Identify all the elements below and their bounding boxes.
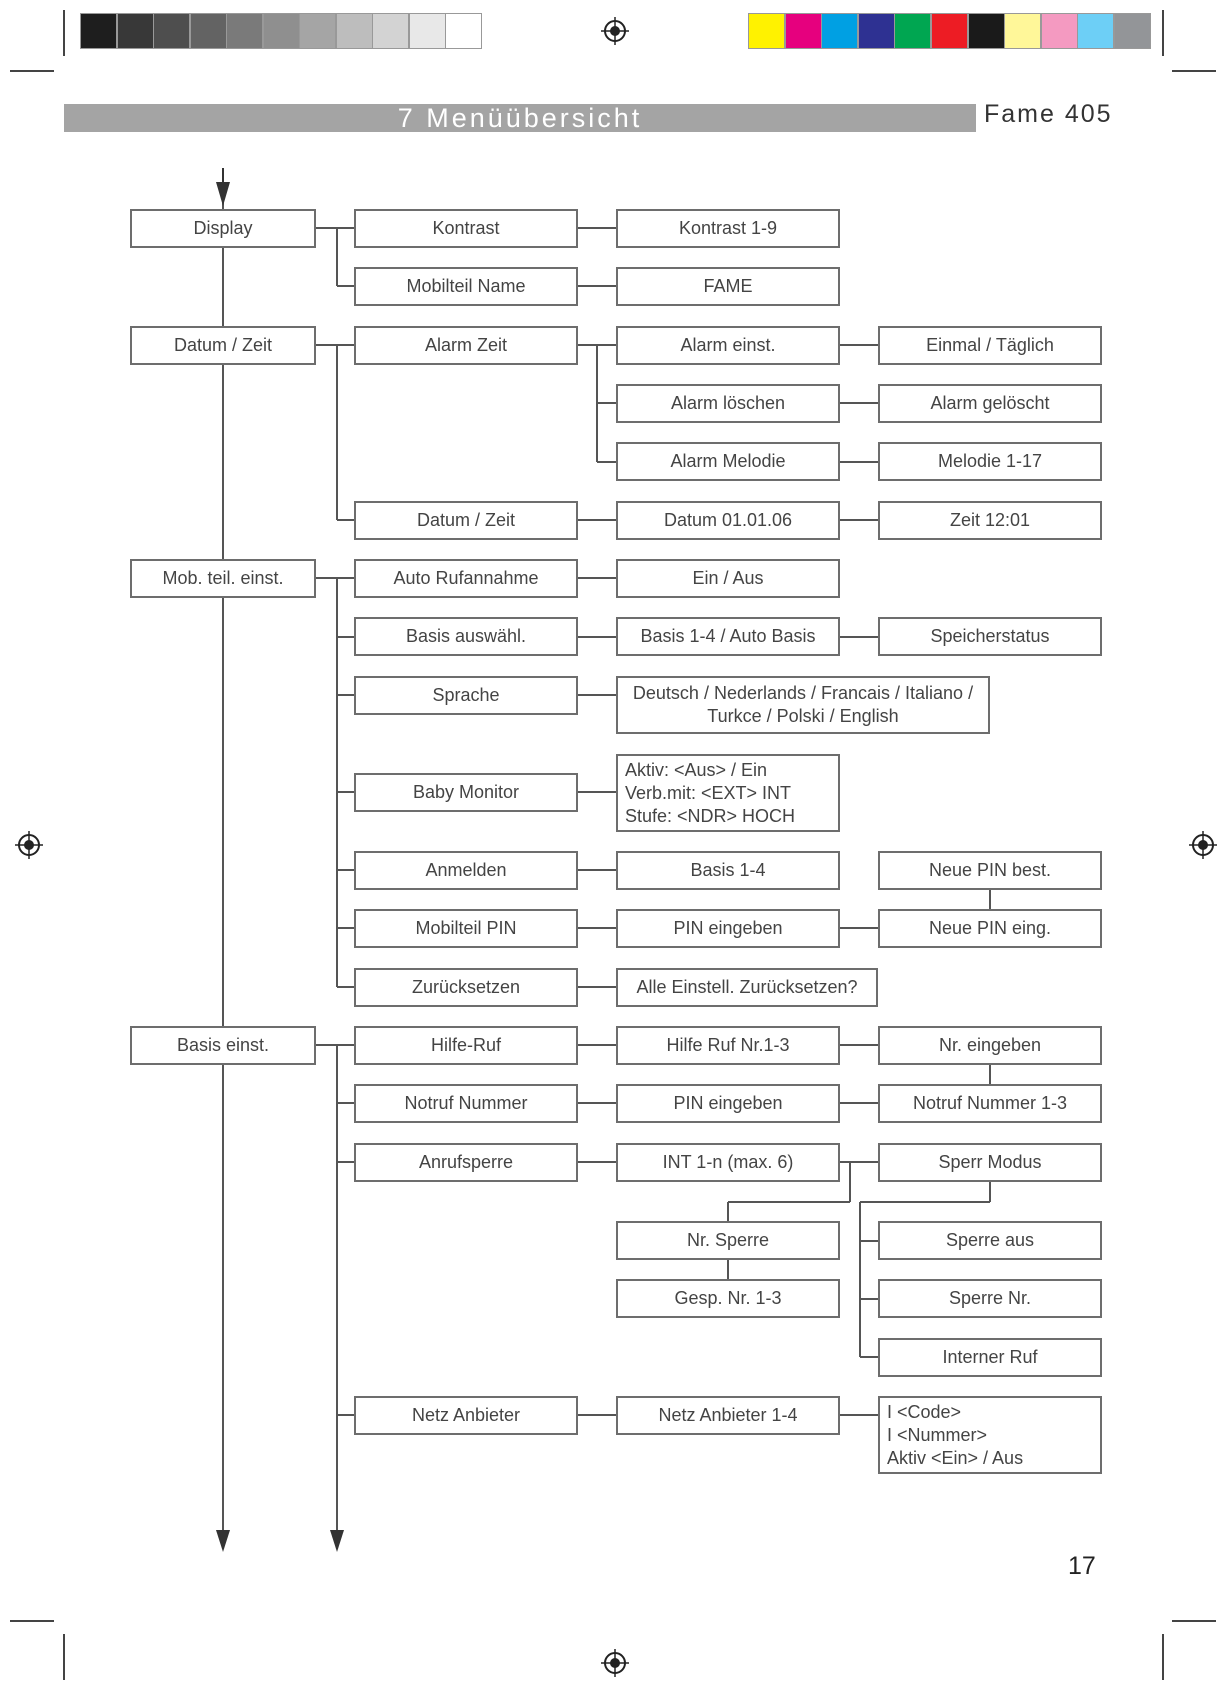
- model-name: Fame 405: [984, 100, 1113, 128]
- option-speicherstatus: Speicherstatus: [878, 617, 1102, 656]
- netz-detail-line: Aktiv <Ein> / Aus: [887, 1447, 1024, 1468]
- gray-swatch: [153, 13, 190, 49]
- option-sperre-aus: Sperre aus: [878, 1221, 1102, 1260]
- submenu-kontrast: Kontrast: [354, 209, 578, 248]
- option-neue-pin-best: Neue PIN best.: [878, 851, 1102, 890]
- option-gesp-nr: Gesp. Nr. 1-3: [616, 1279, 840, 1318]
- page-number: 17: [1068, 1552, 1096, 1580]
- gray-swatch: [335, 13, 373, 49]
- color-swatch: [1040, 13, 1078, 49]
- option-basis-1-4: Basis 1-4: [616, 851, 840, 890]
- color-swatch: [784, 13, 822, 49]
- option-zeit: Zeit 12:01: [878, 501, 1102, 540]
- gray-swatch: [226, 13, 263, 49]
- color-swatch: [967, 13, 1005, 49]
- registration-mark-icon: [601, 17, 629, 45]
- option-sperre-nr: Sperre Nr.: [878, 1279, 1102, 1318]
- color-swatch: [931, 13, 968, 49]
- option-kontrast-1-9: Kontrast 1-9: [616, 209, 840, 248]
- crop-mark: [10, 1620, 54, 1622]
- grayscale-bar: [0, 0, 1226, 60]
- submenu-netz-anbieter: Netz Anbieter: [354, 1396, 578, 1435]
- crop-mark: [1172, 1620, 1216, 1622]
- submenu-notruf-nummer: Notruf Nummer: [354, 1084, 578, 1123]
- color-swatch: [894, 13, 932, 49]
- option-interner-ruf: Interner Ruf: [878, 1338, 1102, 1377]
- submenu-auto-rufannahme: Auto Rufannahme: [354, 559, 578, 598]
- netz-detail-line: I <Nummer>: [887, 1424, 988, 1445]
- option-einmal-taeglich: Einmal / Täglich: [878, 326, 1102, 365]
- registration-mark-icon: [15, 831, 43, 859]
- gray-swatch: [372, 13, 409, 49]
- option-sprachen: Deutsch / Nederlands / Francais / Italia…: [616, 676, 990, 734]
- option-ein-aus: Ein / Aus: [616, 559, 840, 598]
- option-alle-zuruecksetzen: Alle Einstell. Zurücksetzen?: [616, 968, 878, 1007]
- option-int-1-n: INT 1-n (max. 6): [616, 1143, 840, 1182]
- option-nr-sperre: Nr. Sperre: [616, 1221, 840, 1260]
- gray-swatch: [80, 13, 117, 49]
- section-header-bar: [64, 104, 976, 132]
- submenu-sprache: Sprache: [354, 676, 578, 715]
- submenu-mobilteil-pin: Mobilteil PIN: [354, 909, 578, 948]
- submenu-zuruecksetzen: Zurücksetzen: [354, 968, 578, 1007]
- gray-swatch: [116, 13, 154, 49]
- option-netz-anbieter-1-4: Netz Anbieter 1-4: [616, 1396, 840, 1435]
- crop-mark: [10, 70, 54, 72]
- section-title: 7 Menüübersicht: [397, 103, 643, 133]
- crop-mark: [1172, 70, 1216, 72]
- gray-swatch: [408, 13, 446, 49]
- baby-monitor-line: Verb.mit: <EXT> INT: [625, 782, 792, 803]
- option-basis-auto: Basis 1-4 / Auto Basis: [616, 617, 840, 656]
- baby-monitor-line: Stufe: <NDR> HOCH: [625, 805, 796, 826]
- option-alarm-loeschen: Alarm löschen: [616, 384, 840, 423]
- submenu-hilfe-ruf: Hilfe-Ruf: [354, 1026, 578, 1065]
- crop-mark: [1162, 10, 1164, 56]
- crop-mark: [1162, 1634, 1164, 1680]
- option-neue-pin-eing: Neue PIN eing.: [878, 909, 1102, 948]
- color-swatch: [748, 13, 785, 49]
- registration-mark-icon: [1189, 831, 1217, 859]
- color-swatch: [1077, 13, 1115, 49]
- submenu-basis-auswaehl: Basis auswähl.: [354, 617, 578, 656]
- option-melodie-1-17: Melodie 1-17: [878, 442, 1102, 481]
- option-baby-monitor: Aktiv: <Aus> / Ein Verb.mit: <EXT> INT S…: [616, 754, 840, 832]
- menu-basis-einst: Basis einst.: [130, 1026, 316, 1065]
- menu-display: Display: [130, 209, 316, 248]
- netz-detail-line: I <Code>: [887, 1401, 962, 1422]
- option-sperr-modus: Sperr Modus: [878, 1143, 1102, 1182]
- option-notruf-pin: PIN eingeben: [616, 1084, 840, 1123]
- color-swatch: [1004, 13, 1042, 49]
- submenu-alarm-zeit: Alarm Zeit: [354, 326, 578, 365]
- crop-mark: [63, 10, 65, 56]
- option-nr-eingeben: Nr. eingeben: [878, 1026, 1102, 1065]
- color-swatch: [857, 13, 895, 49]
- baby-monitor-line: Aktiv: <Aus> / Ein: [625, 759, 768, 780]
- gray-swatch: [445, 13, 482, 49]
- submenu-datum-zeit: Datum / Zeit: [354, 501, 578, 540]
- option-notruf-nummer-1-3: Notruf Nummer 1-3: [878, 1084, 1102, 1123]
- option-hilfe-ruf-nr: Hilfe Ruf Nr.1-3: [616, 1026, 840, 1065]
- submenu-anmelden: Anmelden: [354, 851, 578, 890]
- submenu-baby-monitor: Baby Monitor: [354, 773, 578, 812]
- color-swatch: [1114, 13, 1151, 49]
- option-pin-eingeben: PIN eingeben: [616, 909, 840, 948]
- option-datum: Datum 01.01.06: [616, 501, 840, 540]
- option-fame: FAME: [616, 267, 840, 306]
- option-netz-anbieter-detail: I <Code> I <Nummer> Aktiv <Ein> / Aus: [878, 1396, 1102, 1474]
- gray-swatch: [299, 13, 336, 49]
- menu-mob-teil-einst: Mob. teil. einst.: [130, 559, 316, 598]
- sprache-line: Deutsch / Nederlands / Francais / Italia…: [632, 683, 974, 703]
- menu-datum-zeit: Datum / Zeit: [130, 326, 316, 365]
- sprache-line: Turkce / Polski / English: [707, 706, 899, 726]
- option-alarm-geloescht: Alarm gelöscht: [878, 384, 1102, 423]
- submenu-anrufsperre: Anrufsperre: [354, 1143, 578, 1182]
- submenu-mobilteil-name: Mobilteil Name: [354, 267, 578, 306]
- option-alarm-einst: Alarm einst.: [616, 326, 840, 365]
- option-alarm-melodie: Alarm Melodie: [616, 442, 840, 481]
- color-swatch: [821, 13, 859, 49]
- registration-mark-icon: [601, 1649, 629, 1677]
- crop-mark: [63, 1634, 65, 1680]
